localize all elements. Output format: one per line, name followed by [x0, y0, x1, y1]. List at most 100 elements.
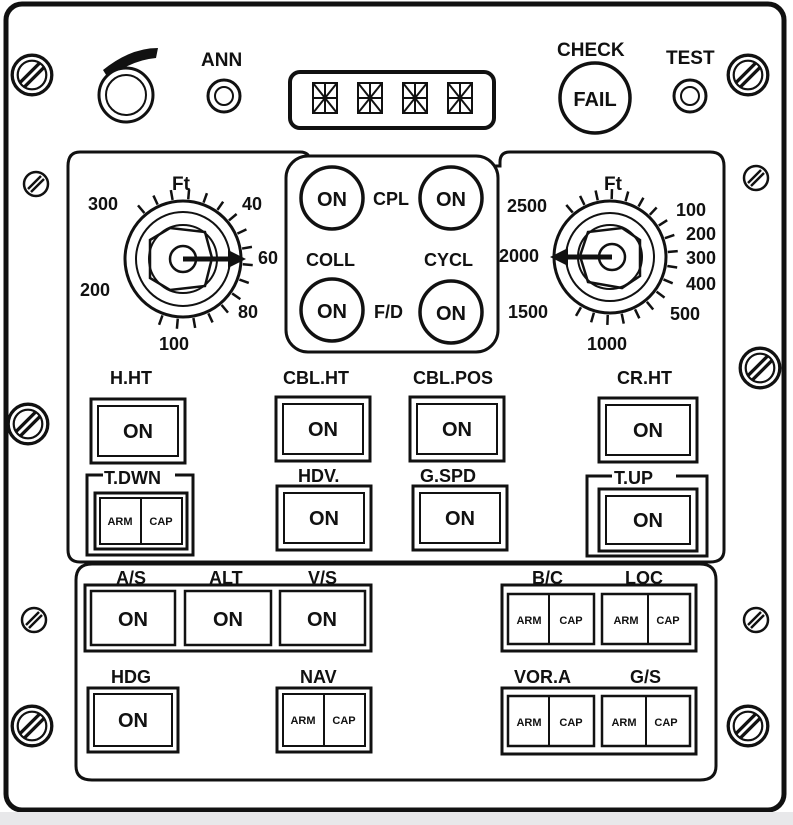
fd-coll-button[interactable]: ON [299, 277, 365, 343]
right-scale-1000: 1000 [587, 334, 627, 354]
dial-tick [574, 306, 583, 317]
button-text: ON [633, 510, 663, 532]
dial-tick [667, 249, 678, 254]
button-text: ON [309, 508, 339, 530]
gs-label: G/S [630, 667, 661, 687]
cycl-label: CYCL [424, 250, 473, 270]
button-text: ON [442, 419, 472, 441]
dial-tick [231, 292, 242, 301]
dial-tick [238, 278, 250, 285]
right-scale-2500: 2500 [507, 196, 547, 216]
cap-text: CAP [149, 516, 172, 528]
cap-text: CAP [559, 615, 582, 627]
screw-icon [20, 606, 48, 634]
h-ht-label: H.HT [110, 368, 152, 388]
dial-tick [648, 206, 658, 216]
cpl-right-button[interactable]: ON [418, 165, 484, 231]
dial-tick [645, 300, 655, 311]
g-spd-button[interactable]: ON [411, 484, 509, 552]
t-dwn-arm-cap-button[interactable]: ARM CAP [93, 491, 189, 551]
button-text: ON [436, 303, 466, 325]
dial-tick [594, 190, 599, 201]
fd-cycl-button[interactable]: ON [418, 279, 484, 345]
button-text: ON [308, 419, 338, 441]
h-ht-button[interactable]: ON [89, 397, 187, 465]
arm-text: ARM [611, 717, 636, 729]
left-scale-100: 100 [159, 334, 189, 354]
dial-tick [220, 304, 229, 314]
dial-tick [137, 204, 146, 214]
arm-text: ARM [107, 516, 132, 528]
left-scale-80: 80 [238, 302, 258, 322]
screw-icon [742, 606, 770, 634]
cr-ht-button[interactable]: ON [597, 396, 699, 464]
right-dial-unit: Ft [604, 174, 623, 195]
t-up-group: T.UP [585, 468, 709, 558]
dial-tick [624, 191, 630, 202]
button-text: ON [317, 301, 347, 323]
left-height-dial[interactable] [123, 189, 253, 329]
screw-icon [10, 704, 54, 748]
screw-icon [10, 53, 54, 97]
cbl-pos-button[interactable]: ON [408, 395, 506, 463]
right-scale-200: 200 [686, 224, 716, 244]
ann-light [206, 78, 242, 114]
vs-button[interactable]: ON [278, 589, 367, 647]
cap-text: CAP [559, 717, 582, 729]
dial-tick [242, 262, 253, 267]
dial-tick [192, 317, 197, 329]
arm-text: ARM [613, 615, 638, 627]
alt-button[interactable]: ON [183, 589, 273, 647]
dial-tick [637, 197, 645, 208]
hdg-button[interactable]: ON [86, 686, 180, 754]
vora-label: VOR.A [514, 667, 571, 687]
dial-tick [157, 314, 164, 326]
t-dwn-label: T.DWN [104, 468, 161, 488]
t-up-button[interactable]: ON [597, 487, 699, 553]
hdv-label: HDV. [298, 466, 339, 486]
dial-tick [633, 308, 641, 319]
left-dial-unit: Ft [172, 174, 191, 195]
dial-tick [175, 318, 180, 329]
vora-arm-cap-button[interactable]: ARM CAP [506, 694, 596, 748]
alphanumeric-display [288, 70, 496, 130]
button-text: ON [445, 508, 475, 530]
as-alt-vs-strip [83, 583, 373, 653]
cbl-ht-label: CBL.HT [283, 368, 349, 388]
pointer-icon [550, 248, 568, 266]
t-dwn-group: T.DWN [85, 467, 195, 557]
screw-icon [6, 402, 50, 446]
bc-label: B/C [532, 568, 563, 588]
loc-arm-cap-button[interactable]: ARM CAP [600, 592, 692, 646]
loc-label: LOC [625, 568, 663, 588]
cbl-pos-label: CBL.POS [413, 368, 493, 388]
bc-arm-cap-button[interactable]: ARM CAP [506, 592, 596, 646]
button-text: ON [118, 710, 148, 732]
button-text: ON [633, 420, 663, 442]
nav-arm-cap-button[interactable]: ARM CAP [275, 686, 373, 754]
screw-icon [22, 170, 50, 198]
t-up-label: T.UP [614, 468, 653, 488]
cbl-ht-button[interactable]: ON [274, 395, 372, 463]
button-text: ON [436, 189, 466, 211]
cr-ht-label: CR.HT [617, 368, 672, 388]
dial-tick [216, 200, 225, 211]
dial-tick [152, 195, 159, 206]
as-button[interactable]: ON [89, 589, 177, 647]
brightness-knob[interactable] [97, 48, 158, 124]
cpl-label: CPL [373, 189, 409, 209]
cpl-left-button[interactable]: ON [299, 165, 365, 231]
g-spd-label: G.SPD [420, 466, 476, 486]
dial-tick [207, 312, 214, 323]
cap-text: CAP [332, 715, 355, 727]
pointer-icon [228, 250, 246, 268]
dial-tick [236, 228, 247, 235]
fail-button[interactable]: FAIL [558, 61, 632, 135]
hdv-button[interactable]: ON [275, 484, 373, 552]
gs-arm-cap-button[interactable]: ARM CAP [600, 694, 692, 748]
vs-label: V/S [308, 568, 337, 588]
dial-tick [667, 264, 678, 269]
test-button[interactable] [672, 78, 708, 114]
vora-gs-strip [500, 686, 698, 756]
right-height-dial[interactable] [550, 188, 678, 325]
